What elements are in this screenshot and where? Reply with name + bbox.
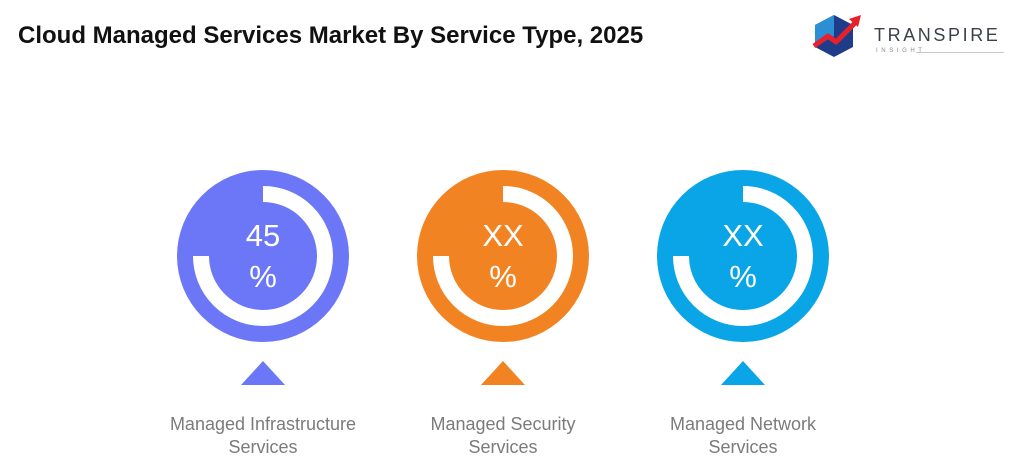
category-label-line1: Managed Security <box>430 414 575 434</box>
category-label-line1: Managed Infrastructure <box>170 414 356 434</box>
category-label-line2: Services <box>228 437 297 457</box>
logo-divider <box>916 52 1004 53</box>
company-logo: TRANSPIRE INSIGHT <box>812 12 1007 60</box>
pointer-triangle <box>721 361 765 385</box>
hexagon-arrow-icon <box>812 15 861 57</box>
logo-tagline: INSIGHT <box>876 48 926 54</box>
logo-name: TRANSPIRE <box>874 25 1001 45</box>
donut-value-label: XX <box>722 218 764 253</box>
donut-value-label: XX <box>482 218 524 253</box>
donut-value-label: 45 <box>246 218 280 253</box>
chart-title: Cloud Managed Services Market By Service… <box>18 22 644 49</box>
donut-unit-label: % <box>489 259 517 294</box>
donut-progress-ring <box>433 186 573 326</box>
donut-unit-label: % <box>249 259 277 294</box>
category-label-line2: Services <box>708 437 777 457</box>
donut-progress-ring <box>193 186 333 326</box>
donut-unit-label: % <box>729 259 757 294</box>
donut-progress-ring <box>673 186 813 326</box>
category-label-line1: Managed Network <box>670 414 817 434</box>
pointer-triangle <box>481 361 525 385</box>
pointer-triangle <box>241 361 285 385</box>
category-label-line2: Services <box>468 437 537 457</box>
